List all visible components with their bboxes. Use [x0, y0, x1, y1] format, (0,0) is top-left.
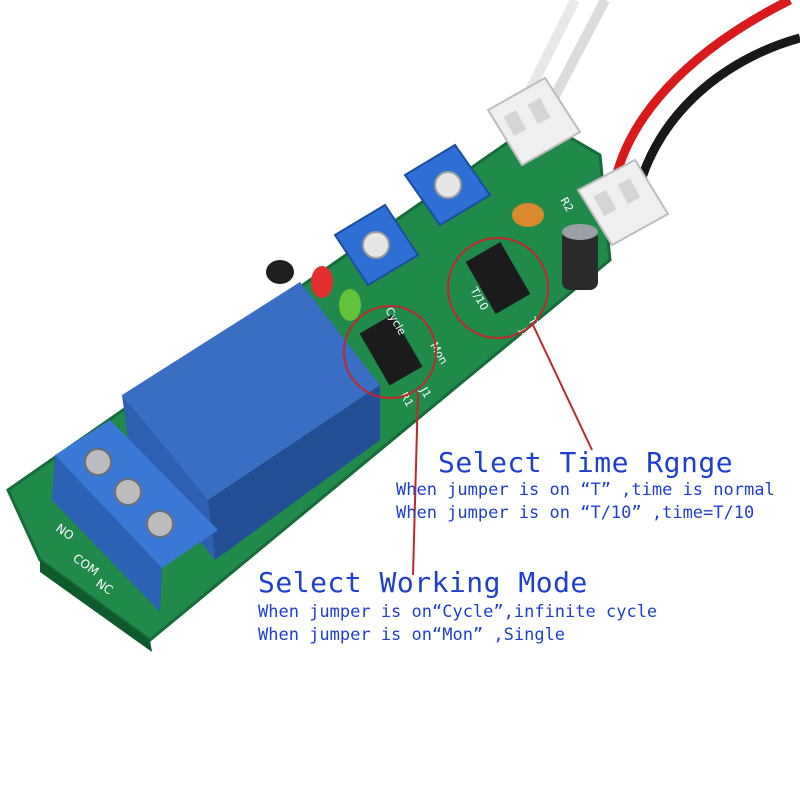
jst-connector-2 [576, 158, 670, 247]
silk-r2: R2 [557, 195, 576, 214]
working-mode-title: Select Working Mode [258, 566, 588, 599]
green-led [339, 289, 361, 321]
potentiometer-2 [403, 143, 492, 227]
red-led [311, 266, 333, 298]
potentiometer-1 [333, 203, 420, 287]
working-mode-line-1: When jumper is on“Cycle”,infinite cycle [258, 602, 658, 622]
ceramic-capacitor [512, 203, 544, 227]
mode-callout-circle [343, 305, 437, 399]
screw-1 [84, 448, 112, 476]
time-jumper [465, 242, 531, 314]
pcb-edge [40, 560, 152, 652]
time-range-line-1: When jumper is on “T” ,time is normal [396, 480, 775, 500]
mode-jumper [359, 314, 423, 386]
silk-r1: R1 [397, 390, 416, 409]
transistor [266, 260, 294, 284]
time-range-title: Select Time Rgnge [438, 446, 734, 479]
screw-3 [146, 510, 174, 538]
time-callout-line [532, 324, 593, 451]
screw-2 [114, 478, 142, 506]
electrolytic-capacitor [562, 224, 598, 290]
jst-connector-1 [486, 76, 582, 167]
time-range-line-2: When jumper is on “T/10” ,time=T/10 [396, 503, 755, 523]
silk-c1: C1 [549, 307, 568, 326]
time-callout-circle [447, 237, 549, 339]
black-wire [630, 33, 800, 206]
mode-callout-line [412, 391, 419, 576]
working-mode-line-2: When jumper is on“Mon” ,Single [258, 625, 566, 645]
terminal-block [52, 420, 218, 612]
